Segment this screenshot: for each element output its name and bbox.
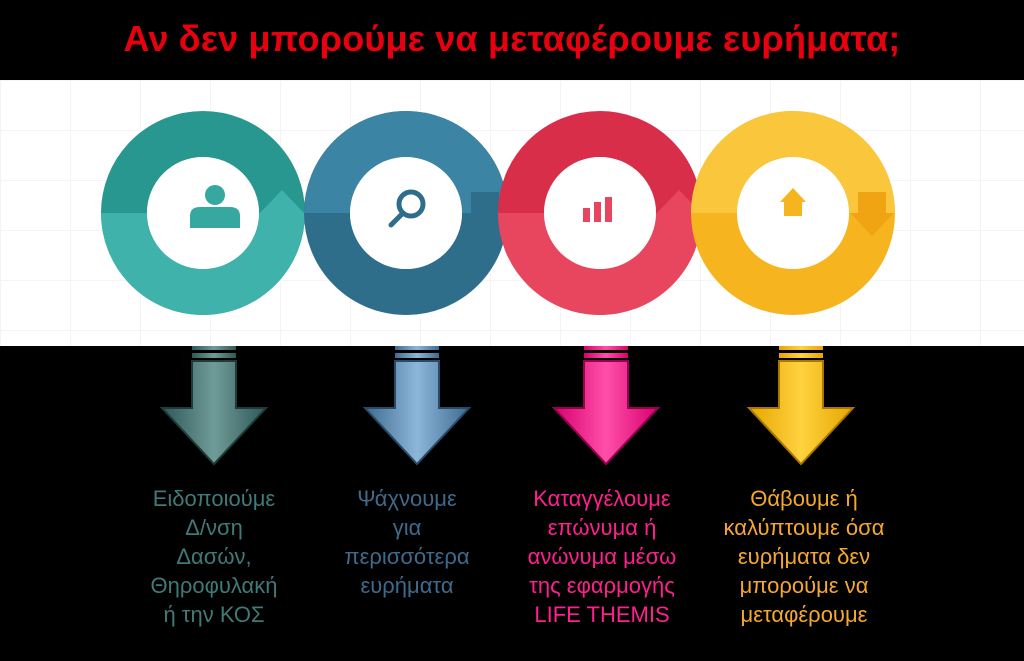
caption-line: Καταγγέλουμε bbox=[533, 486, 671, 511]
search-icon bbox=[388, 189, 426, 228]
ring-step-3 bbox=[498, 111, 702, 315]
caption-line: επώνυμα ή bbox=[547, 515, 657, 540]
caption-line: Θάβουμε ή bbox=[750, 486, 858, 511]
down-arrows bbox=[159, 346, 856, 466]
caption-line: LIFE THEMIS bbox=[534, 602, 670, 627]
ring-connector-arrow-icon bbox=[463, 192, 507, 238]
caption-line: της εφαρμογής bbox=[529, 573, 675, 598]
home-icon bbox=[780, 188, 806, 216]
caption-line: περισσότερα bbox=[344, 544, 470, 569]
ring-connector-arrow-icon bbox=[657, 190, 701, 236]
caption-step-3: Καταγγέλουμε επώνυμα ή ανώνυμα μέσω της … bbox=[502, 484, 702, 629]
caption-step-4: Θάβουμε ή καλύπτουμε όσα ευρήματα δεν μπ… bbox=[704, 484, 904, 629]
caption-line: καλύπτουμε όσα bbox=[723, 515, 885, 540]
arrow-down-icon bbox=[159, 346, 269, 466]
caption-line: μπορούμε να bbox=[739, 573, 869, 598]
process-rings bbox=[101, 111, 895, 315]
caption-line: Ψάχνουμε bbox=[357, 486, 457, 511]
caption-line: ευρήματα bbox=[360, 573, 454, 598]
caption-line: μεταφέρουμε bbox=[740, 602, 868, 627]
bar-chart-icon bbox=[583, 197, 612, 222]
caption-line: Δ/νση bbox=[185, 515, 243, 540]
arrow-down-icon bbox=[551, 346, 661, 466]
ring-connector-arrow-icon bbox=[850, 192, 894, 236]
caption-line: ανώνυμα μέσω bbox=[527, 544, 677, 569]
ring-step-2 bbox=[304, 111, 508, 315]
caption-line: Ειδοποιούμε bbox=[152, 486, 276, 511]
caption-line: ευρήματα δεν bbox=[737, 544, 871, 569]
arrow-down-icon bbox=[362, 346, 472, 466]
caption-line: για bbox=[392, 515, 422, 540]
user-icon bbox=[190, 185, 240, 228]
page-title: Αν δεν μπορούμε να μεταφέρουμε ευρήματα; bbox=[123, 18, 901, 59]
caption-line: Δασών, bbox=[176, 544, 252, 569]
caption-step-2: Ψάχνουμε για περισσότερα ευρήματα bbox=[322, 484, 492, 600]
arrow-down-icon bbox=[746, 346, 856, 466]
caption-line: ή την ΚΟΣ bbox=[163, 602, 265, 627]
ring-step-4 bbox=[691, 111, 895, 315]
caption-step-1: Ειδοποιούμε Δ/νση Δασών, Θηροφυλακή ή τη… bbox=[124, 484, 304, 629]
ring-connector-arrow-icon bbox=[260, 190, 304, 236]
caption-line: Θηροφυλακή bbox=[150, 573, 278, 598]
